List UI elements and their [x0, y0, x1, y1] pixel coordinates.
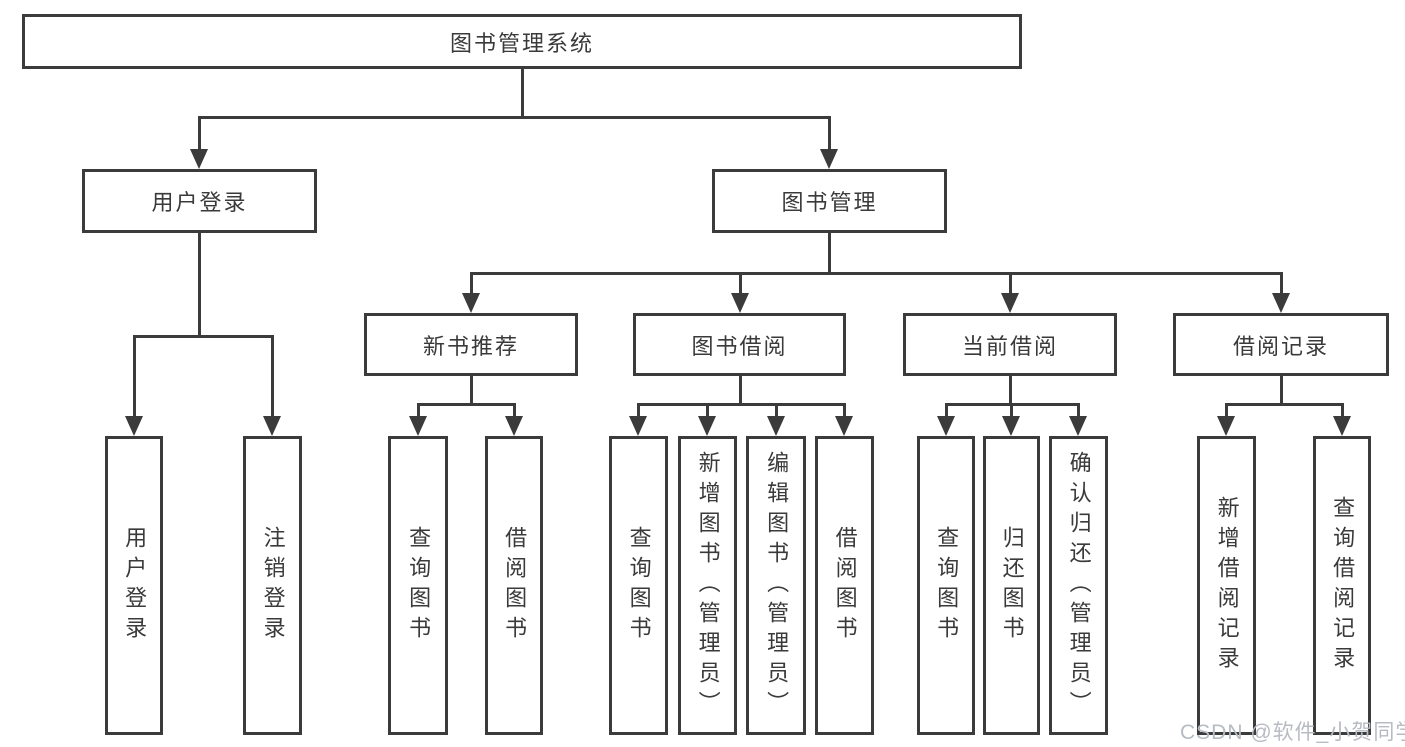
connector-line — [513, 403, 516, 417]
node-leaf-query-book-recommend: 查询图书 — [388, 436, 448, 735]
node-leaf-query-book-borrow-label: 查询图书 — [626, 525, 652, 646]
node-current-borrow: 当前借阅 — [903, 313, 1117, 376]
connector-line — [1225, 403, 1344, 406]
connector-line — [1009, 376, 1012, 406]
connector-line — [521, 69, 524, 118]
connector-line — [1225, 403, 1228, 417]
node-leaf-borrow-book-borrow: 借阅图书 — [815, 436, 874, 735]
connector-line — [417, 403, 420, 417]
connector-line — [133, 335, 274, 338]
connector-line — [470, 272, 473, 295]
connector-line — [945, 403, 948, 417]
arrowhead-down-icon — [1272, 293, 1290, 313]
node-leaf-borrow-book-recommend: 借阅图书 — [485, 436, 543, 735]
node-leaf-query-book-recommend-label: 查询图书 — [406, 525, 432, 646]
arrowhead-down-icon — [731, 293, 749, 313]
arrowhead-down-icon — [462, 293, 480, 313]
connector-line — [198, 116, 201, 151]
connector-line — [470, 272, 1283, 275]
node-root-label: 图书管理系统 — [449, 30, 594, 56]
arrowhead-down-icon — [937, 416, 955, 436]
connector-line — [470, 376, 473, 406]
node-book-management: 图书管理 — [712, 169, 947, 233]
node-leaf-borrow-book-borrow-label: 借阅图书 — [832, 525, 858, 646]
connector-line — [843, 403, 846, 417]
connector-line — [198, 233, 201, 337]
node-leaf-query-book-current: 查询图书 — [917, 436, 975, 735]
node-new-book-recommend-label: 新书推荐 — [422, 333, 519, 359]
node-leaf-query-borrow-record: 查询借阅记录 — [1313, 436, 1371, 735]
connector-line — [739, 272, 742, 295]
connector-line — [739, 376, 742, 406]
node-leaf-confirm-return-admin: 确认归还（管理员） — [1049, 436, 1108, 735]
node-leaf-logout-login-label: 注销登录 — [260, 525, 286, 646]
arrowhead-down-icon — [1002, 416, 1020, 436]
node-leaf-query-book-current-label: 查询图书 — [934, 525, 960, 646]
node-leaf-edit-book-admin-label: 编辑图书（管理员） — [764, 450, 790, 721]
connector-line — [417, 403, 516, 406]
connector-line — [198, 116, 831, 119]
arrowhead-down-icon — [698, 416, 716, 436]
arrowhead-down-icon — [767, 416, 785, 436]
arrowhead-down-icon — [835, 416, 853, 436]
node-leaf-add-borrow-record: 新增借阅记录 — [1197, 436, 1256, 735]
connector-line — [1077, 403, 1080, 417]
arrowhead-down-icon — [505, 416, 523, 436]
node-book-management-label: 图书管理 — [781, 190, 878, 215]
node-leaf-add-book-admin-label: 新增图书（管理员） — [695, 450, 721, 721]
connector-line — [1341, 403, 1344, 417]
node-borrow-records: 借阅记录 — [1173, 313, 1389, 376]
connector-line — [271, 335, 274, 418]
node-leaf-confirm-return-admin-label: 确认归还（管理员） — [1066, 450, 1092, 721]
node-leaf-user-login: 用户登录 — [105, 436, 163, 735]
arrowhead-down-icon — [820, 149, 838, 169]
connector-line — [637, 403, 640, 417]
arrowhead-down-icon — [1333, 416, 1351, 436]
node-leaf-add-book-admin: 新增图书（管理员） — [678, 436, 737, 735]
arrowhead-down-icon — [1069, 416, 1087, 436]
connector-line — [828, 233, 831, 275]
arrowhead-down-icon — [263, 416, 281, 436]
arrowhead-down-icon — [409, 416, 427, 436]
node-borrow-records-label: 借阅记录 — [1232, 333, 1329, 359]
connector-line — [1280, 376, 1283, 406]
node-book-borrow-label: 图书借阅 — [691, 333, 788, 359]
node-leaf-borrow-book-recommend-label: 借阅图书 — [502, 525, 528, 646]
connector-line — [1010, 403, 1013, 417]
node-leaf-query-borrow-record-label: 查询借阅记录 — [1330, 495, 1356, 676]
node-new-book-recommend: 新书推荐 — [364, 313, 578, 376]
connector-line — [1280, 272, 1283, 295]
arrowhead-down-icon — [190, 149, 208, 169]
connector-line — [828, 116, 831, 151]
node-leaf-return-book-label: 归还图书 — [999, 525, 1025, 646]
connector-line — [1009, 272, 1012, 295]
connector-line — [775, 403, 778, 417]
arrowhead-down-icon — [1217, 416, 1235, 436]
node-leaf-user-login-label: 用户登录 — [122, 525, 148, 646]
node-current-borrow-label: 当前借阅 — [961, 333, 1058, 359]
node-user-login-label: 用户登录 — [151, 190, 248, 215]
connector-line — [133, 335, 136, 418]
node-book-borrow: 图书借阅 — [633, 313, 846, 376]
node-leaf-return-book: 归还图书 — [983, 436, 1040, 735]
node-root: 图书管理系统 — [22, 14, 1022, 69]
watermark: CSDN @软件_小贺同学 — [1180, 721, 1405, 744]
arrowhead-down-icon — [629, 416, 647, 436]
arrowhead-down-icon — [125, 416, 143, 436]
connector-line — [706, 403, 709, 417]
node-leaf-logout-login: 注销登录 — [243, 436, 302, 735]
connector-line — [637, 403, 846, 406]
node-leaf-edit-book-admin: 编辑图书（管理员） — [746, 436, 806, 735]
node-user-login: 用户登录 — [82, 169, 317, 233]
node-leaf-query-book-borrow: 查询图书 — [609, 436, 668, 735]
arrowhead-down-icon — [1001, 293, 1019, 313]
node-leaf-add-borrow-record-label: 新增借阅记录 — [1214, 495, 1240, 676]
